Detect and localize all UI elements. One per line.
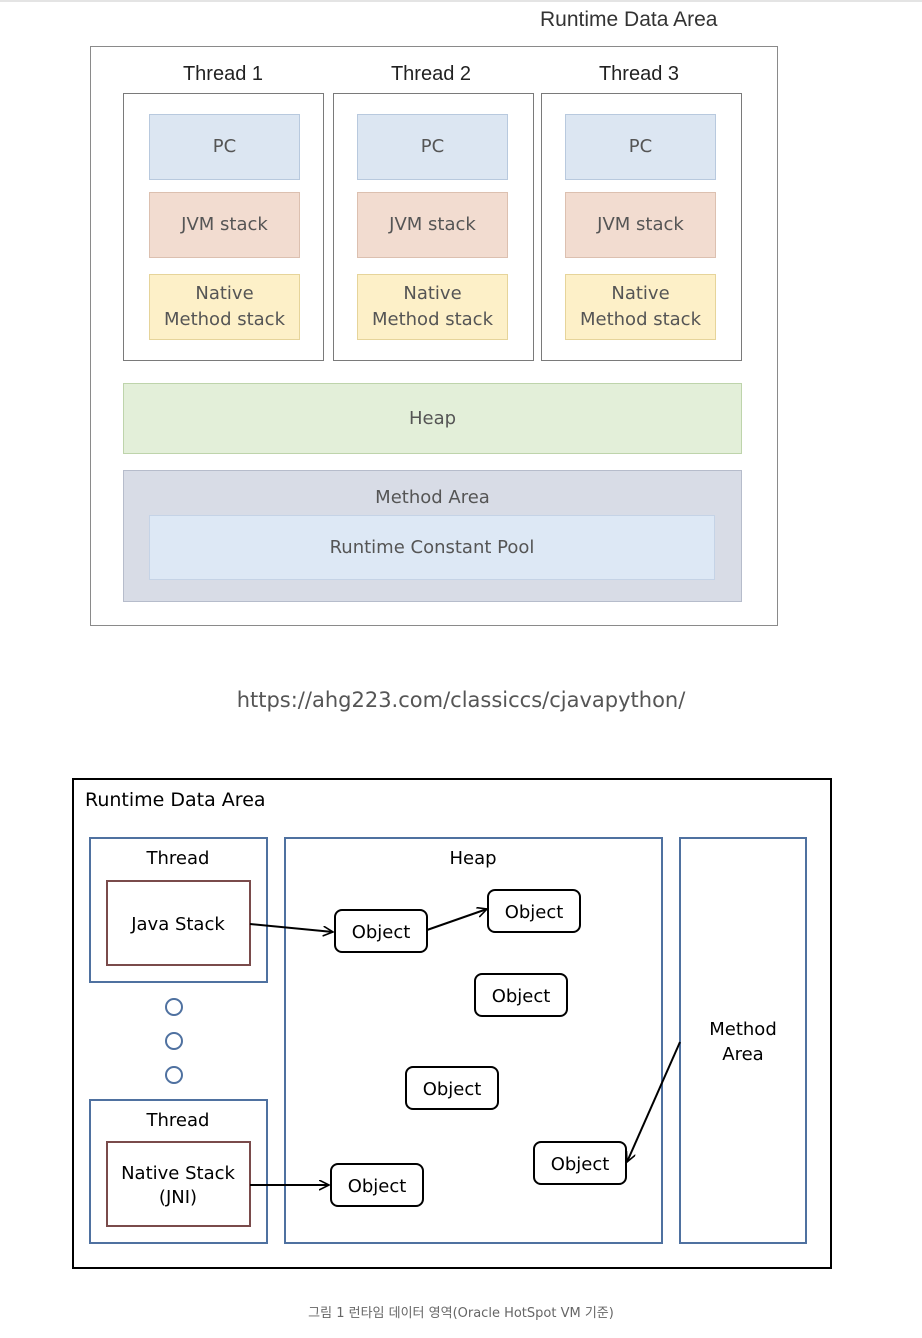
method-area-label-line2: Area bbox=[722, 1044, 763, 1065]
thread1-native-method-stack: Native Method stack bbox=[149, 274, 300, 340]
object-node: Object bbox=[334, 909, 428, 953]
figure-caption: 그림 1 런타임 데이터 영역(Oracle HotSpot VM 기준) bbox=[308, 1306, 614, 1321]
method-area-label: Method Area bbox=[375, 487, 490, 508]
jvm-stack-label: JVM stack bbox=[597, 214, 684, 235]
reference-arrow bbox=[426, 909, 487, 931]
figure2-method-area-box bbox=[679, 837, 807, 1244]
runtime-constant-pool-label: Runtime Constant Pool bbox=[329, 536, 535, 558]
object-node: Object bbox=[487, 889, 581, 933]
thread-top-label: Thread bbox=[146, 848, 210, 869]
java-stack-label: Java Stack bbox=[130, 914, 225, 935]
object-label: Object bbox=[551, 1154, 610, 1175]
jvm-stack-label: JVM stack bbox=[181, 214, 268, 235]
native-stack-label-line2: (JNI) bbox=[159, 1187, 197, 1208]
ellipsis-dot bbox=[165, 998, 183, 1016]
pc-label: PC bbox=[628, 136, 653, 157]
ellipsis-dot bbox=[165, 1066, 183, 1084]
reference-arrow bbox=[249, 923, 333, 932]
thread2-label: Thread 2 bbox=[390, 63, 472, 85]
thread-bottom-label: Thread bbox=[146, 1110, 210, 1131]
thread3-label: Thread 3 bbox=[598, 63, 680, 85]
thread2-jvm-stack: JVM stack bbox=[357, 192, 508, 258]
source-url: https://ahg223.com/classiccs/cjavapython… bbox=[236, 688, 686, 712]
thread3-native-method-stack: Native Method stack bbox=[565, 274, 716, 340]
object-node: Object bbox=[330, 1163, 424, 1207]
reference-arrow bbox=[627, 1041, 681, 1162]
ellipsis-dot bbox=[165, 1032, 183, 1050]
figure2-runtime-data-area bbox=[72, 778, 832, 1269]
object-node: Object bbox=[405, 1066, 499, 1110]
pc-label: PC bbox=[420, 136, 445, 157]
heap-label: Heap bbox=[408, 407, 457, 429]
object-label: Object bbox=[492, 986, 551, 1007]
figure2-heap-label: Heap bbox=[449, 848, 496, 869]
object-label: Object bbox=[505, 902, 564, 923]
top-divider bbox=[0, 0, 922, 2]
method-area-label-line1: Method bbox=[709, 1019, 777, 1040]
runtime-constant-pool: Runtime Constant Pool bbox=[149, 515, 715, 580]
native-label-line1: Native bbox=[195, 283, 254, 304]
figure1-heap: Heap bbox=[123, 383, 742, 454]
figure2-heap-box bbox=[284, 837, 663, 1244]
thread2-pc: PC bbox=[357, 114, 508, 180]
object-node: Object bbox=[474, 973, 568, 1017]
native-label-line1: Native bbox=[611, 283, 670, 304]
thread3-pc: PC bbox=[565, 114, 716, 180]
native-label-line2: Method stack bbox=[371, 309, 494, 330]
figure1-title: Runtime Data Area bbox=[540, 8, 718, 31]
thread1-jvm-stack: JVM stack bbox=[149, 192, 300, 258]
object-label: Object bbox=[348, 1176, 407, 1197]
figure2-title: Runtime Data Area bbox=[85, 789, 266, 811]
thread-bottom-box bbox=[89, 1099, 268, 1244]
jvm-stack-label: JVM stack bbox=[389, 214, 476, 235]
native-stack-label-line1: Native Stack bbox=[121, 1163, 235, 1184]
native-label-line2: Method stack bbox=[579, 309, 702, 330]
native-label-line1: Native bbox=[403, 283, 462, 304]
thread3-jvm-stack: JVM stack bbox=[565, 192, 716, 258]
thread1-pc: PC bbox=[149, 114, 300, 180]
object-label: Object bbox=[352, 922, 411, 943]
figure2-diagram: Runtime Data Area Thread Java Stack Thre… bbox=[72, 778, 832, 1269]
object-node: Object bbox=[533, 1141, 627, 1185]
thread2-native-method-stack: Native Method stack bbox=[357, 274, 508, 340]
java-stack-box bbox=[106, 880, 251, 966]
thread-top-box bbox=[89, 837, 268, 983]
object-label: Object bbox=[423, 1079, 482, 1100]
thread1-label: Thread 1 bbox=[182, 63, 264, 85]
native-label-line2: Method stack bbox=[163, 309, 286, 330]
pc-label: PC bbox=[212, 136, 237, 157]
